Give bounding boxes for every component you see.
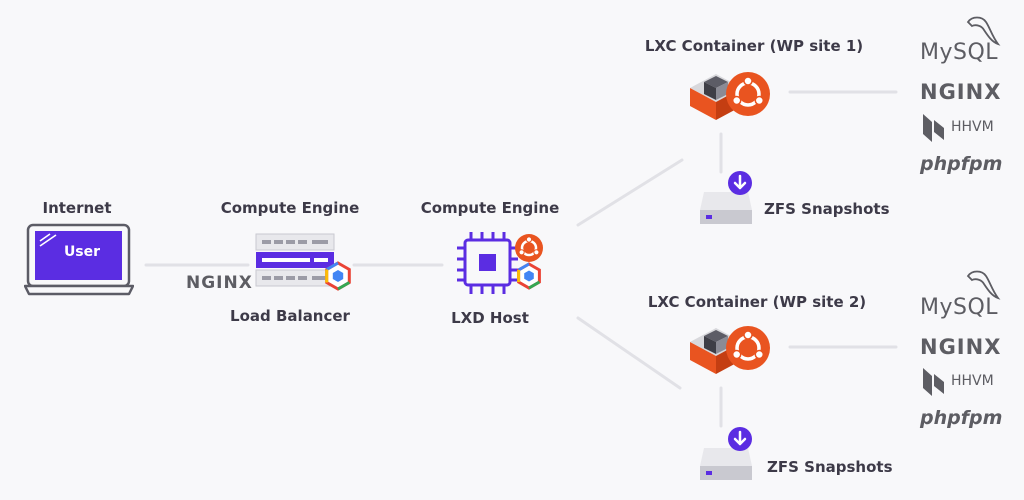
lxd-host-label: LXD Host — [451, 309, 529, 327]
laptop-icon — [24, 223, 134, 296]
container1-label: LXC Container (WP site 1) — [644, 37, 864, 55]
line-lxd-container1 — [576, 158, 684, 227]
container2-snapshot-label: ZFS Snapshots — [767, 458, 893, 476]
ubuntu-icon — [515, 234, 543, 262]
container2-label: LXC Container (WP site 2) — [647, 293, 867, 311]
mysql-dolphin-icon — [966, 270, 1001, 300]
mysql-dolphin-icon — [966, 16, 1001, 46]
gcp-hex-icon — [517, 262, 541, 290]
container1-snapshot-label: ZFS Snapshots — [764, 200, 890, 218]
container2-nginx-logo: NGINX — [920, 335, 1002, 359]
container2-mysql-logo: MySQL — [920, 295, 999, 320]
line-lxd-container2 — [576, 316, 682, 390]
zfs-disk-icon — [700, 171, 752, 224]
lxc-container-icon — [690, 326, 770, 374]
gcp-hex-icon — [325, 261, 351, 291]
container1-hhvm-logo: HHVM — [951, 119, 994, 135]
user-label: User — [63, 244, 101, 260]
container1-phpfpm-logo: phpfpm — [920, 153, 1003, 175]
load-balancer-icon — [255, 233, 351, 291]
container2-phpfpm-logo: phpfpm — [920, 407, 1003, 429]
container1-mysql-logo: MySQL — [920, 40, 999, 65]
container1-nginx-logo: NGINX — [920, 80, 1002, 104]
load-balancer-label: Load Balancer — [230, 307, 350, 325]
ubuntu-icon — [726, 326, 770, 370]
internet-label: Internet — [42, 199, 112, 217]
lb-nginx-logo: NGINX — [186, 273, 253, 293]
chip-icon — [457, 232, 543, 294]
container2-hhvm-logo: HHVM — [951, 373, 994, 389]
lb-compute-engine-label: Compute Engine — [220, 199, 360, 217]
lxd-compute-engine-label: Compute Engine — [420, 199, 560, 217]
hhvm-logo-icon — [923, 368, 944, 396]
lxc-container-icon — [690, 72, 770, 120]
ubuntu-icon — [726, 72, 770, 116]
hhvm-logo-icon — [923, 114, 944, 142]
zfs-disk-icon — [700, 427, 752, 480]
